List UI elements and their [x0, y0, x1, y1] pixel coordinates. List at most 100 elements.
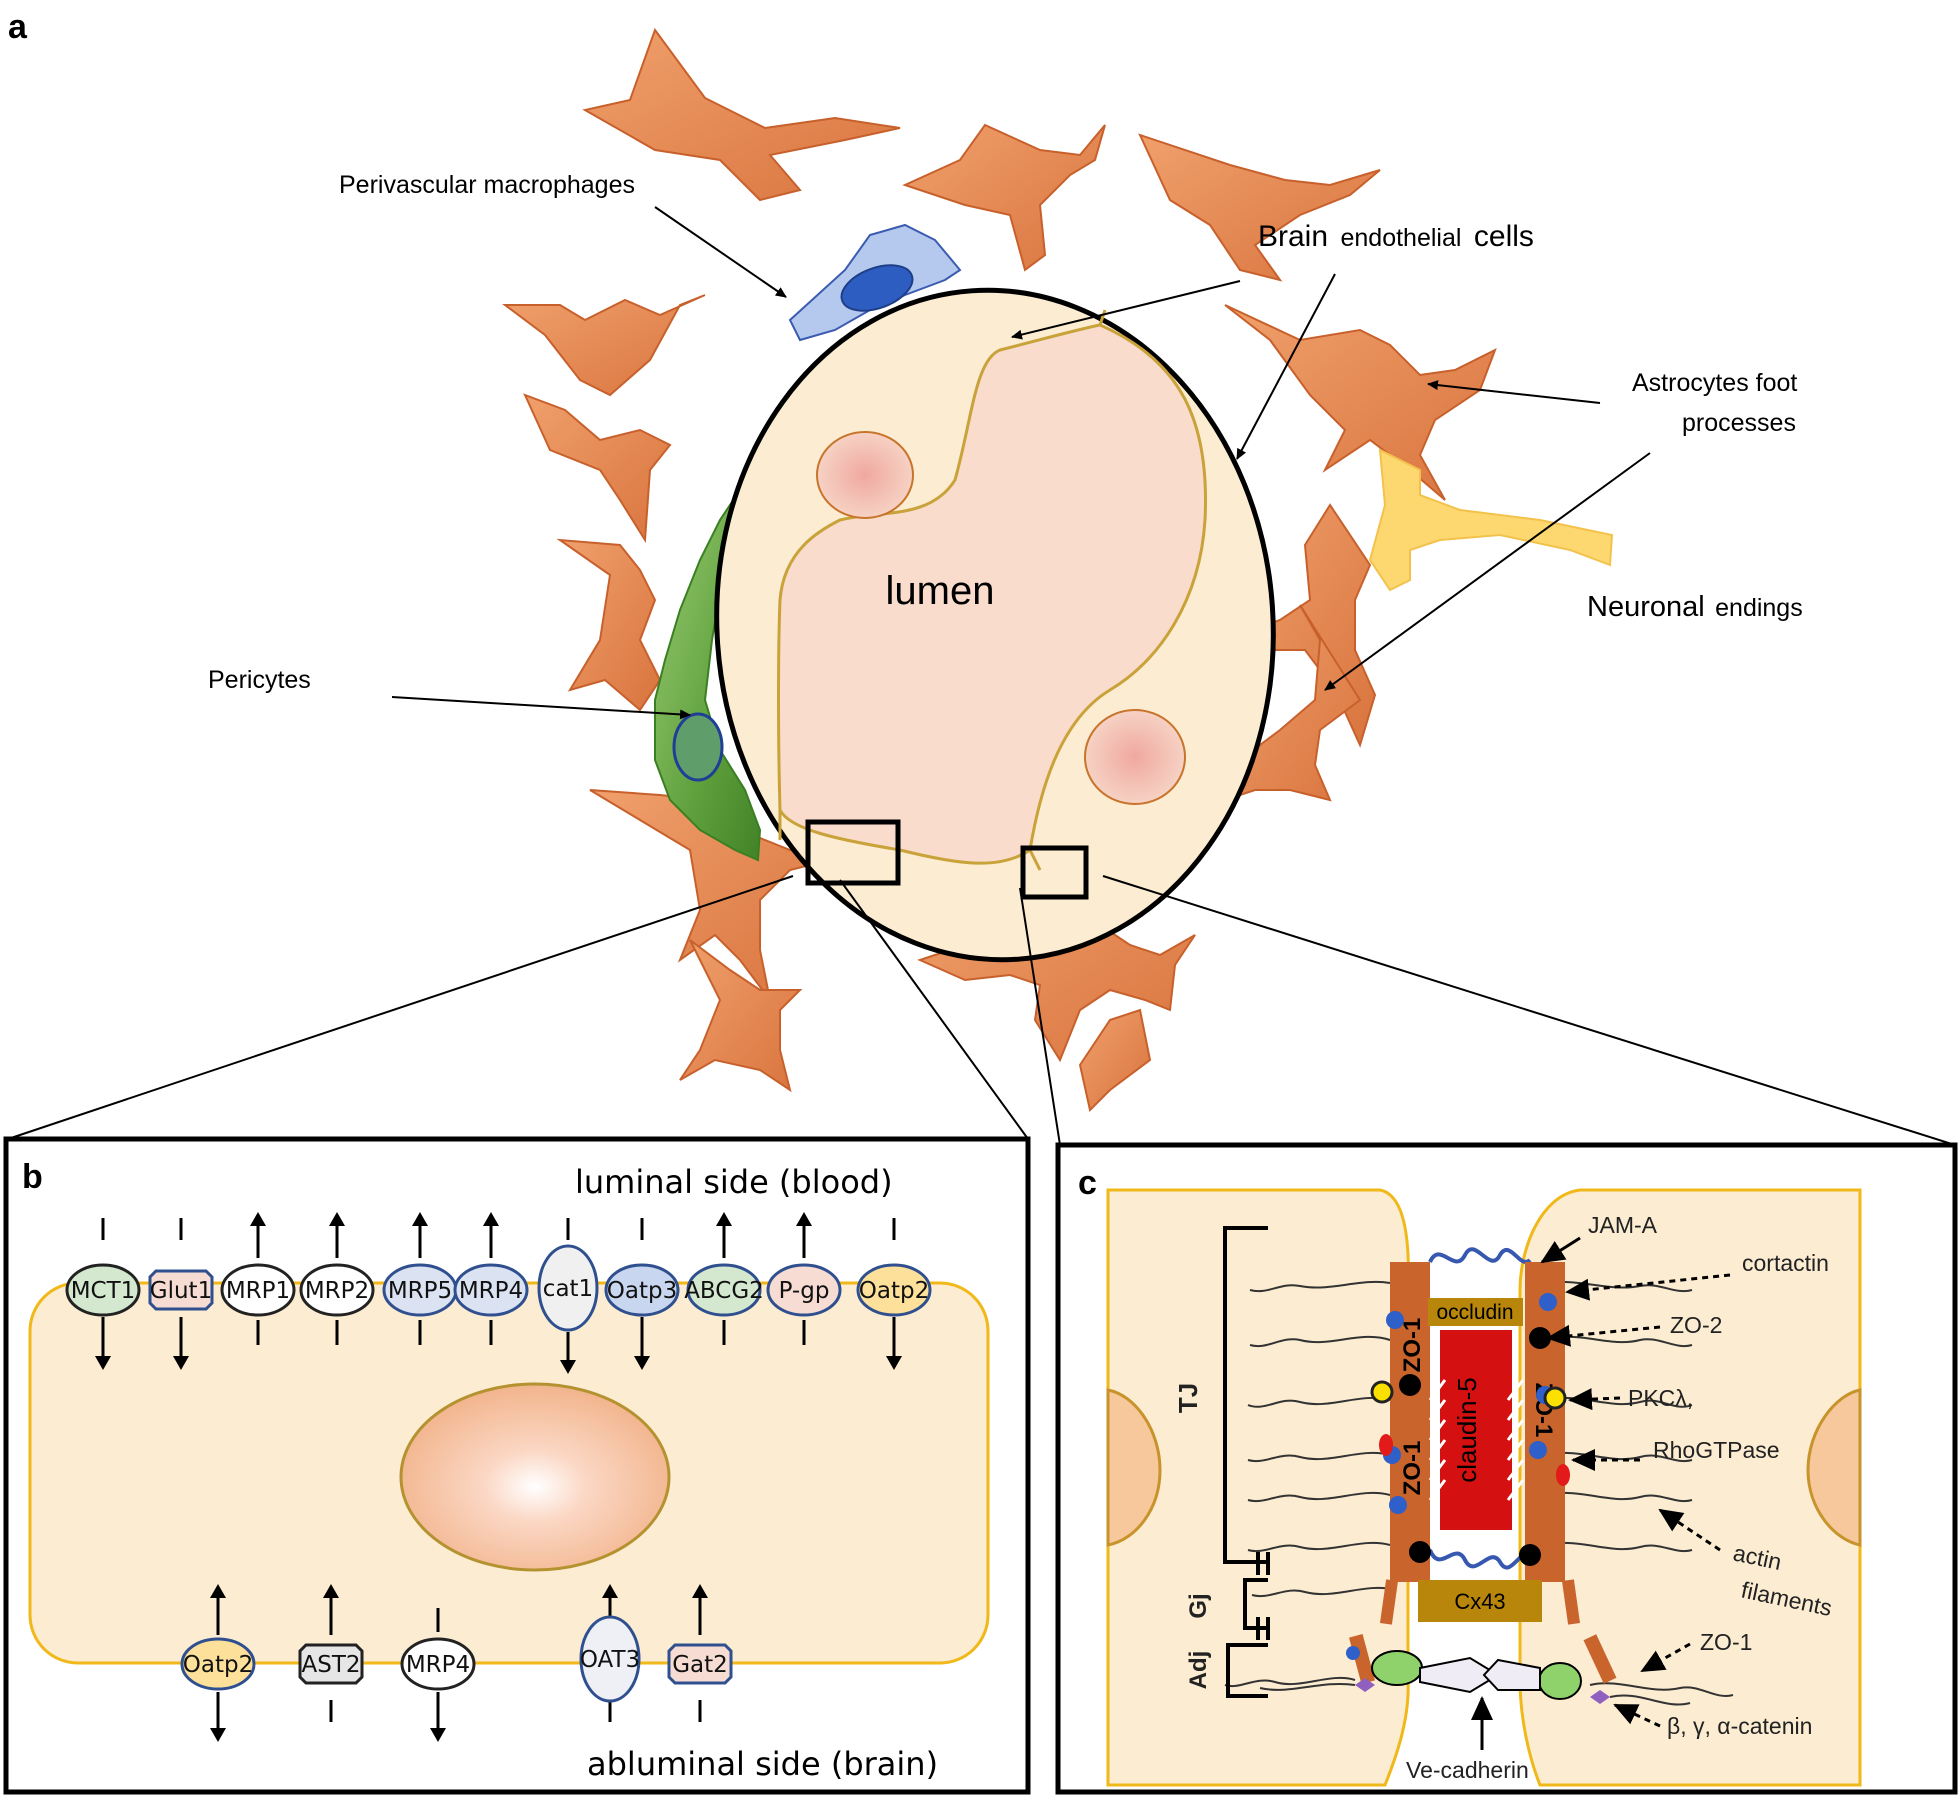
transporter-label: Gat2: [672, 1652, 728, 1678]
transporter: MRP5: [382, 1212, 458, 1345]
transporter-label: P-gp: [779, 1278, 830, 1304]
endothelial-nucleus: [816, 431, 914, 519]
pkc-label: PKCλ,: [1628, 1385, 1693, 1411]
endothelial-label-bold: Brain: [1258, 220, 1328, 253]
pointer-zo2: [1546, 1324, 1661, 1347]
jam-a: [1428, 1247, 1532, 1264]
transporter: Oatp2: [180, 1584, 256, 1742]
claudin-label: claudin-5: [1452, 1377, 1482, 1483]
transporter-label: ABCG2: [684, 1278, 764, 1304]
pointer-endothelial-2: [1236, 273, 1336, 460]
cx43: [1418, 1580, 1542, 1622]
transporter: MRP1: [220, 1212, 296, 1345]
perivascular-label: Perivascular macrophages: [339, 171, 635, 199]
pointer-perivascular: [654, 206, 787, 298]
adj-bracket: [1226, 1643, 1268, 1698]
lumen-region: [777, 323, 1208, 865]
vecadherin-label: Ve-cadherin: [1406, 1757, 1529, 1783]
left-cell-nucleus: [1106, 1388, 1162, 1547]
transporter-label: Glut1: [150, 1278, 212, 1304]
adj-rod: [1561, 1579, 1581, 1625]
pointer-cortactin: [1565, 1273, 1731, 1301]
catenin-label: β, γ, α-catenin: [1667, 1713, 1812, 1739]
luminal-label: luminal side (blood): [575, 1163, 893, 1201]
pointer-astrocyte: [1427, 380, 1601, 404]
ve-cadherin: [1482, 1658, 1541, 1691]
neuronal-label-bold: Neuronal: [1587, 591, 1705, 623]
transporter-label: Oatp2: [183, 1652, 253, 1678]
zoom-line: [7, 875, 794, 1140]
astrocyte: [1138, 133, 1381, 282]
zoom-box-b: [805, 819, 901, 886]
panel-b: b luminal side (blood) abluminal side (b…: [3, 1136, 1031, 1795]
endothelial-nucleus: [1084, 709, 1186, 805]
endothelial-label-mid: endothelial: [1341, 224, 1462, 252]
pointer-catenin: [1613, 1703, 1661, 1728]
jama-label: JAM-A: [1588, 1212, 1658, 1238]
transporter: AST2: [298, 1584, 364, 1722]
occludin: [1428, 1298, 1523, 1326]
adj-rod: [1379, 1579, 1399, 1625]
occludin-label: occludin: [1436, 1301, 1513, 1324]
transporter-label: Oatp3: [607, 1278, 677, 1304]
transporter-mrp4-shape: [400, 1637, 476, 1691]
ve-cadherin: [1419, 1656, 1500, 1694]
transporter-mct1-shape: [65, 1263, 141, 1317]
transporter-p-gp-shape: [766, 1263, 842, 1317]
endothelial-junction: [1098, 309, 1107, 326]
astrocyte: [679, 939, 803, 1093]
zo1-left-lower: ZO-1: [1399, 1441, 1426, 1496]
transporter-glut1-shape: [148, 1269, 214, 1311]
catenin: [1355, 1678, 1375, 1692]
transporter: Gat2: [667, 1584, 733, 1722]
transporter-mrp2-shape: [299, 1263, 375, 1317]
tj-dots: [1346, 1293, 1570, 1660]
panel-c-letter: c: [1078, 1164, 1097, 1202]
transporter-mrp4-shape: [453, 1263, 529, 1317]
transporter: Oatp2: [856, 1218, 932, 1370]
transporter: cat1: [537, 1218, 599, 1374]
pointer-jama: [1540, 1236, 1581, 1264]
ve-cadherin-left: [1371, 1650, 1423, 1686]
jam-a: [1428, 1549, 1532, 1570]
zoom-line: [839, 879, 1029, 1140]
pointer-pkc: [1568, 1388, 1621, 1411]
zoom-box-c: [1020, 845, 1089, 900]
catenin-filament: [1609, 1694, 1691, 1706]
zoom-line: [1102, 875, 1956, 1146]
zoom-line: [1019, 887, 1061, 1146]
transporter-oatp2-shape: [856, 1263, 932, 1317]
tj-label: TJ: [1173, 1383, 1203, 1413]
adj-rod: [1583, 1634, 1617, 1684]
transporter-label: AST2: [301, 1652, 360, 1678]
neuronal-ending: [1368, 448, 1614, 592]
transporter-mrp1-shape: [220, 1263, 296, 1317]
catenin: [1590, 1690, 1610, 1704]
transporter-label: MRP5: [388, 1278, 452, 1304]
astrocyte: [1078, 1008, 1152, 1112]
astrocyte: [523, 393, 672, 544]
zo1-left-upper: ZO-1: [1399, 1318, 1426, 1373]
transporter-label: OAT3: [580, 1647, 640, 1673]
neuronal-label: Neuronal endings: [1587, 591, 1803, 623]
astrocyte: [1223, 604, 1362, 802]
tj-bracket: [1223, 1226, 1268, 1564]
astrocyte: [1224, 304, 1497, 501]
panel-c: c ZO-1 ZO-1: [1055, 1142, 1958, 1795]
zo1-label: ZO-1: [1700, 1629, 1752, 1655]
transporter: OAT3: [579, 1584, 641, 1722]
astrocyte: [582, 27, 901, 202]
transporter: Glut1: [148, 1218, 214, 1370]
transporter-label: Oatp2: [859, 1278, 929, 1304]
claudin-5: [1440, 1330, 1512, 1530]
zo1-rod-right: [1525, 1262, 1565, 1582]
pericytes-label: Pericytes: [208, 666, 311, 694]
rho-label: RhoGTPase: [1653, 1437, 1780, 1463]
lumen-label: lumen: [886, 569, 995, 613]
astrocyte: [502, 294, 706, 397]
transporter-oat3-shape: [579, 1615, 641, 1703]
transporter-label: MCT1: [71, 1278, 136, 1304]
